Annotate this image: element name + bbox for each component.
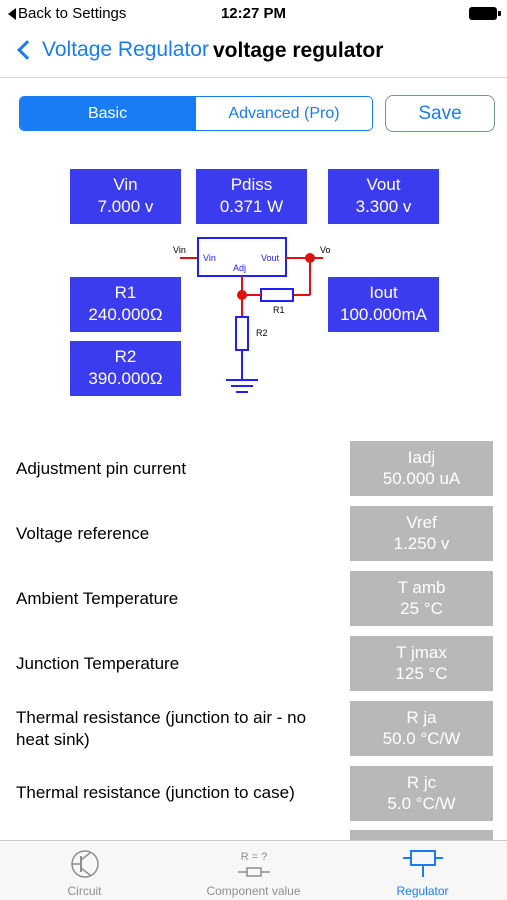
- segment-advanced[interactable]: Advanced (Pro): [195, 97, 372, 130]
- back-triangle-icon: [8, 7, 16, 20]
- param-value-rja: 50.0 °C/W: [382, 729, 461, 748]
- param-value-iadj: 50.000 uA: [382, 469, 461, 488]
- vo-terminal-label: Vo: [320, 245, 331, 255]
- vin-value-box[interactable]: Vin 7.000 v: [70, 169, 181, 224]
- param-label-tamb: Ambient Temperature: [16, 589, 179, 608]
- chevron-left-icon: [17, 40, 37, 60]
- param-value-tamb: 25 °C: [400, 599, 443, 618]
- r2-diagram-label: R2: [256, 328, 268, 338]
- vout-label: Vout: [366, 175, 401, 194]
- adj-node: [237, 290, 247, 300]
- param-label-iadj: Adjustment pin current: [16, 459, 187, 478]
- chip-adj-label: Adj: [233, 263, 246, 273]
- pdiss-value: 0.371 W: [219, 197, 284, 216]
- param-name-rjc: R jc: [406, 773, 437, 792]
- r2-resistor: [235, 316, 249, 351]
- r1-value-box[interactable]: R1 240.000Ω: [70, 277, 181, 332]
- r2-value-box[interactable]: R2 390.000Ω: [70, 341, 181, 396]
- vout-value: 3.300 v: [355, 197, 412, 216]
- transistor-icon: [70, 850, 99, 878]
- page-title: voltage regulator: [213, 39, 384, 62]
- tab-circuit[interactable]: Circuit: [0, 841, 169, 900]
- save-button[interactable]: Save: [385, 95, 495, 132]
- param-name-vref: Vref: [406, 513, 437, 532]
- tab-regulator-label: Regulator: [396, 884, 449, 898]
- vin-label: Vin: [113, 175, 138, 194]
- status-time: 12:27 PM: [220, 5, 287, 22]
- param-box-rjc[interactable]: R jc 5.0 °C/W: [350, 766, 493, 821]
- iout-value-box[interactable]: Iout 100.000mA: [328, 277, 439, 332]
- nav-back-label: Voltage Regulator: [42, 38, 209, 61]
- segment-basic[interactable]: Basic: [20, 97, 195, 130]
- tab-component-value[interactable]: R = ? Component value: [169, 841, 338, 900]
- vin-terminal-label: Vin: [173, 245, 186, 255]
- r1-resistor: [260, 288, 294, 302]
- param-label-tjmax: Junction Temperature: [16, 654, 180, 673]
- ground-icon: [226, 379, 258, 393]
- param-box-rja[interactable]: R ja 50.0 °C/W: [350, 701, 493, 756]
- battery-icon: [469, 7, 501, 20]
- r1-diagram-label: R1: [273, 305, 285, 315]
- param-value-rjc: 5.0 °C/W: [387, 794, 456, 813]
- tab-regulator[interactable]: Regulator: [338, 841, 507, 900]
- param-name-tjmax: T jmax: [396, 643, 447, 662]
- pdiss-value-box[interactable]: Pdiss 0.371 W: [196, 169, 307, 224]
- param-label-rja: Thermal resistance (junction to air - no…: [16, 708, 307, 749]
- param-name-iadj: Iadj: [407, 448, 436, 467]
- vin-value: 7.000 v: [97, 197, 154, 216]
- navigation-bar: Voltage Regulator voltage regulator: [0, 26, 507, 78]
- tab-component-value-label: Component value: [206, 884, 301, 898]
- back-to-settings-label: Back to Settings: [18, 5, 127, 22]
- param-name-tamb: T amb: [397, 578, 446, 597]
- chip-vout-label: Vout: [261, 253, 280, 263]
- param-value-tjmax: 125 °C: [395, 664, 448, 683]
- nav-back-button[interactable]: Voltage Regulator: [14, 38, 209, 62]
- param-box-iadj[interactable]: Iadj 50.000 uA: [350, 441, 493, 496]
- param-label-rjc: Thermal resistance (junction to case): [16, 783, 295, 802]
- iout-value: 100.000mA: [340, 305, 427, 324]
- param-box-next-partial[interactable]: [350, 830, 493, 840]
- param-name-rja: R ja: [406, 708, 437, 727]
- param-box-tjmax[interactable]: T jmax 125 °C: [350, 636, 493, 691]
- tab-bar: Circuit R = ? Component value Regulator: [0, 840, 507, 900]
- r2-value: 390.000Ω: [88, 369, 163, 388]
- vout-value-box[interactable]: Vout 3.300 v: [328, 169, 439, 224]
- param-box-vref[interactable]: Vref 1.250 v: [350, 506, 493, 561]
- resistor-value-icon: R = ?: [237, 851, 270, 877]
- resistor-value-icon-text: R = ?: [240, 851, 267, 863]
- regulator-circuit-diagram: Vin Vin Vout Adj Vo R1 R2: [173, 237, 331, 393]
- param-label-vref: Voltage reference: [16, 524, 150, 543]
- mode-segmented-control: Basic Advanced (Pro): [19, 96, 373, 131]
- status-bar: Back to Settings 12:27 PM: [0, 0, 507, 26]
- r1-value: 240.000Ω: [88, 305, 163, 324]
- r2-label: R2: [114, 347, 137, 366]
- tab-circuit-label: Circuit: [67, 884, 102, 898]
- back-to-settings[interactable]: Back to Settings: [8, 5, 126, 22]
- r1-label: R1: [114, 283, 137, 302]
- param-box-tamb[interactable]: T amb 25 °C: [350, 571, 493, 626]
- pdiss-label: Pdiss: [230, 175, 273, 194]
- regulator-icon: [402, 850, 443, 877]
- param-value-vref: 1.250 v: [393, 534, 450, 553]
- chip-vin-label: Vin: [203, 253, 216, 263]
- iout-label: Iout: [369, 283, 398, 302]
